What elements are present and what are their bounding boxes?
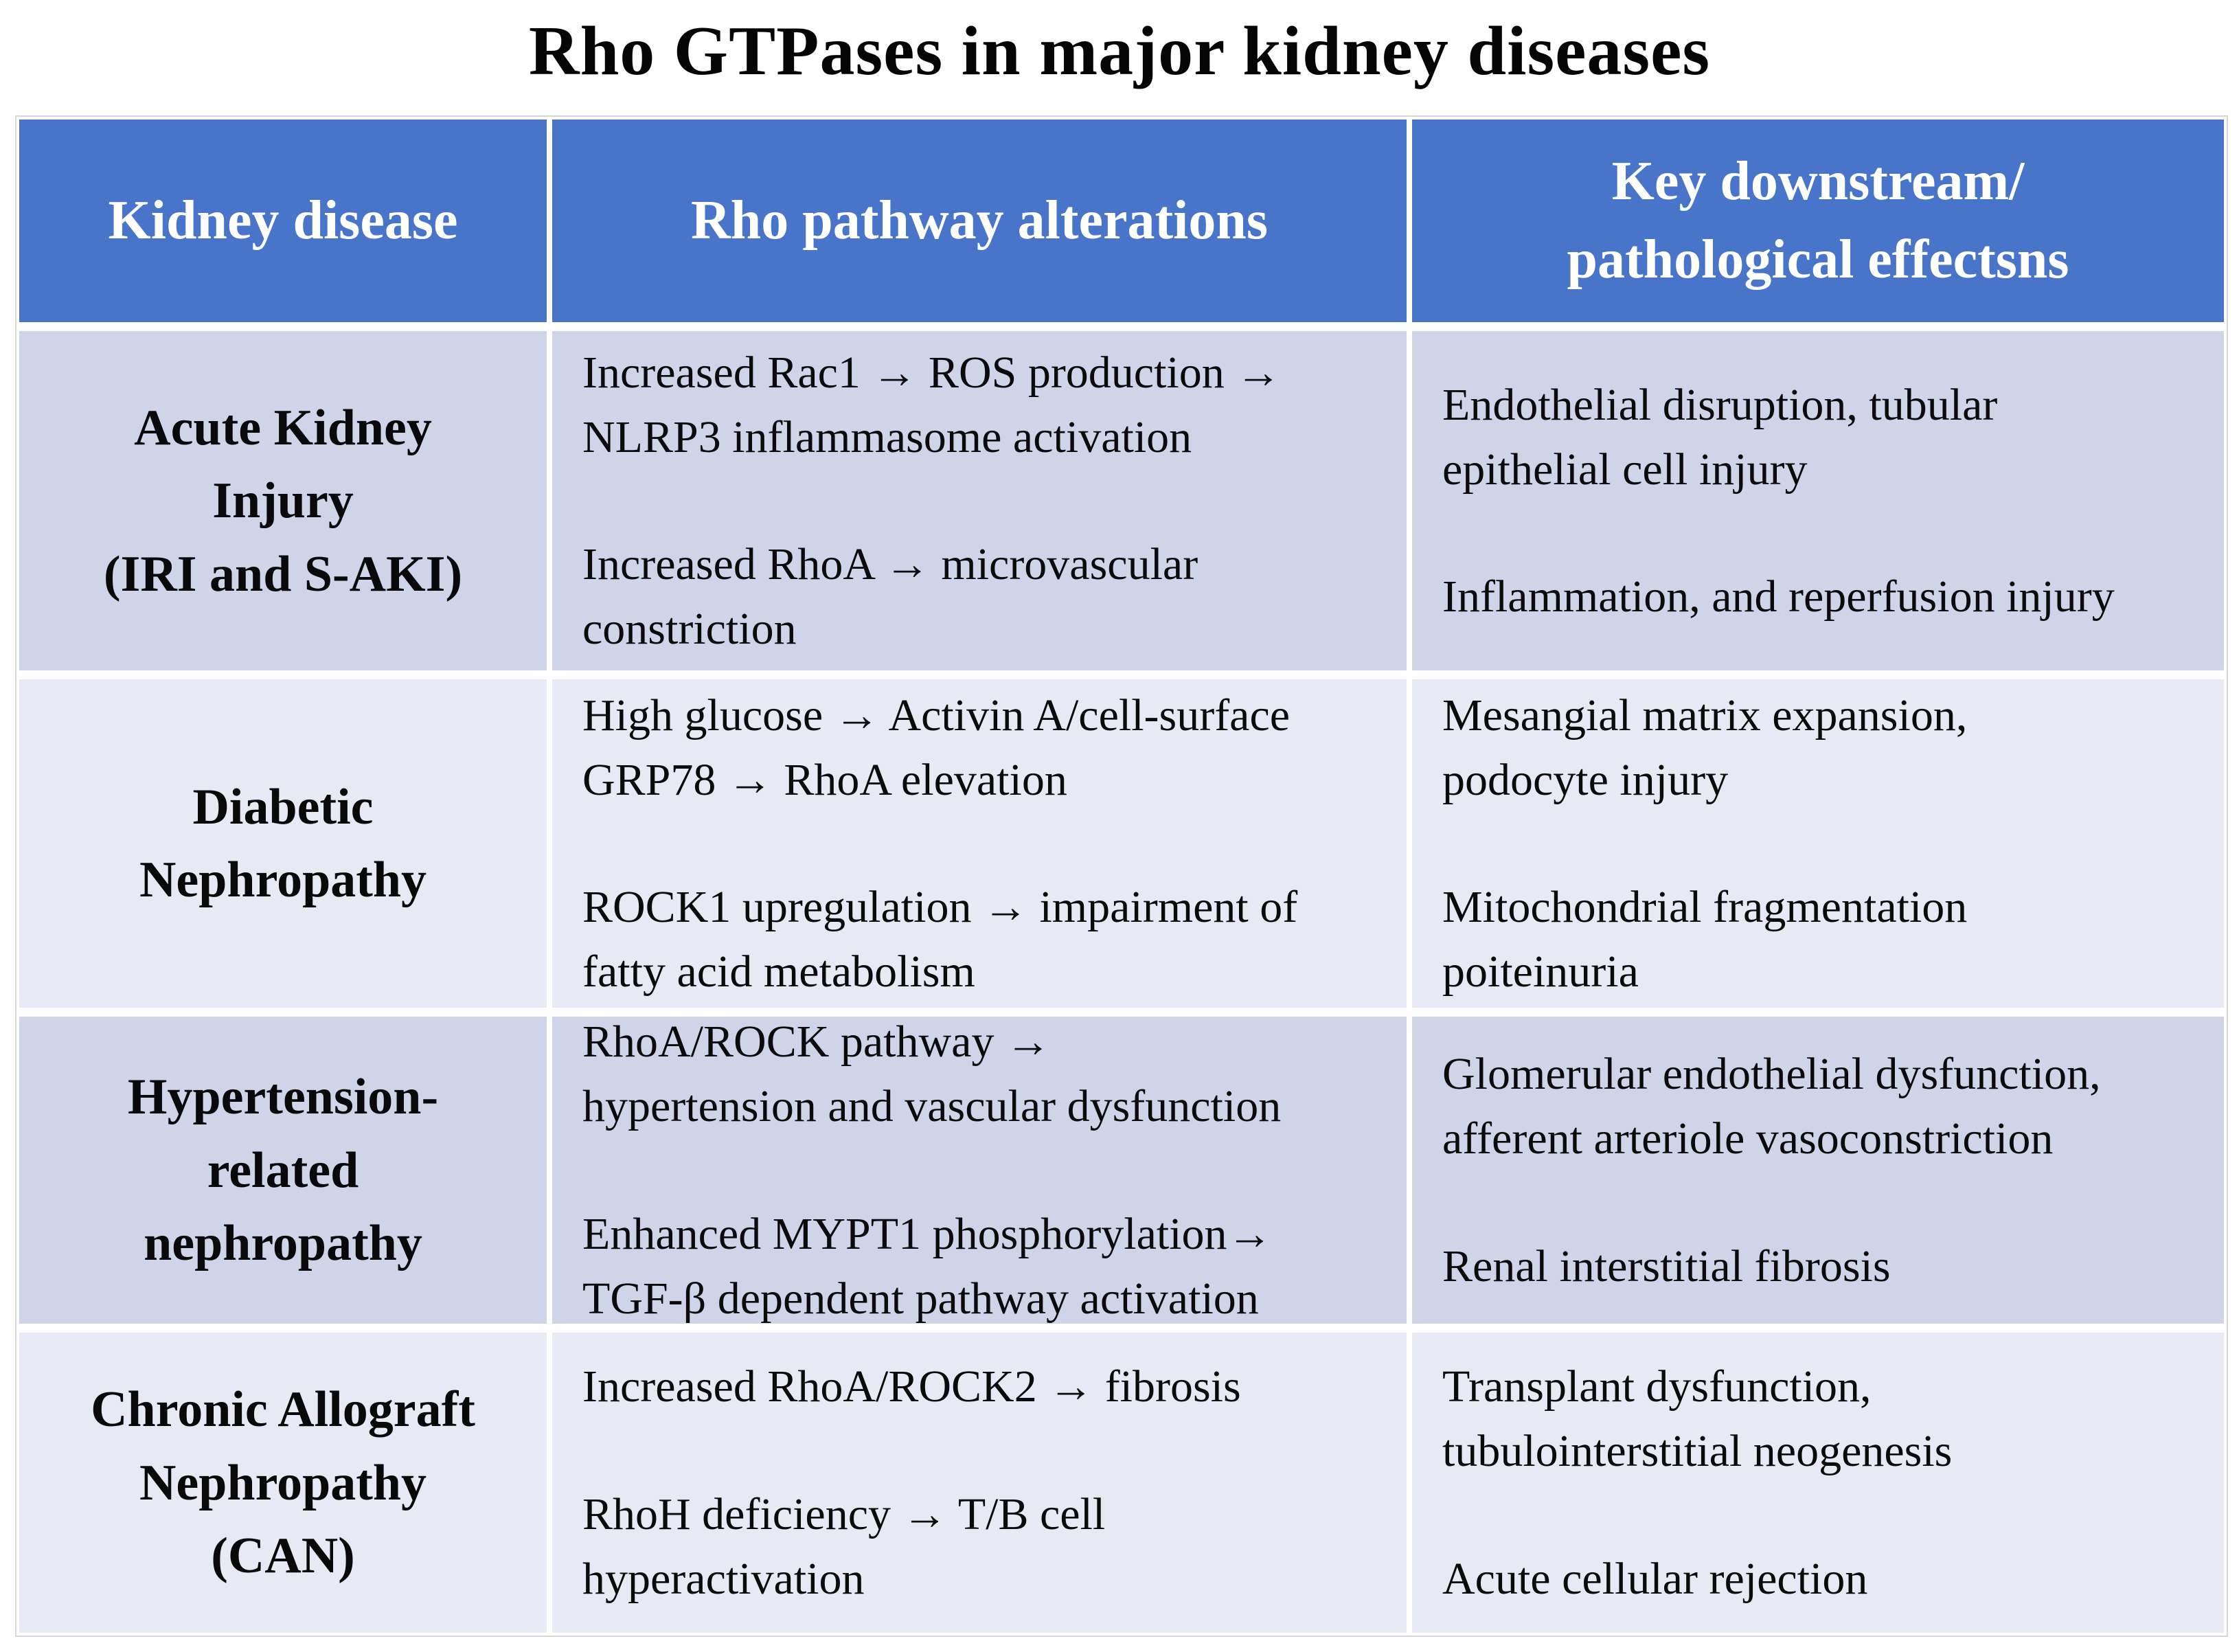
aki-alteration-2: Increased RhoA → microvascular constrict… xyxy=(582,539,1198,655)
aki-effect-1: Endothelial disruption, tubular epitheli… xyxy=(1442,379,1998,495)
cell-htn-alterations: RhoA/ROCK pathway → hypertension and vas… xyxy=(552,1017,1407,1324)
aki-disease-label: Acute Kidney Injury (IRI and S-AKI) xyxy=(103,399,463,602)
cell-dn-disease: Diabetic Nephropathy xyxy=(19,679,547,1008)
can-effect-1: Transplant dysfunction, tubulointerstiti… xyxy=(1442,1361,1953,1477)
cell-htn-disease: Hypertension- related nephropathy xyxy=(19,1017,547,1324)
can-effect-2: Acute cellular rejection xyxy=(1442,1553,1868,1604)
kidney-disease-table: Kidney disease Rho pathway alterations K… xyxy=(15,115,2228,1638)
htn-effect-1: Glomerular endothelial dysfunction, affe… xyxy=(1442,1049,2101,1164)
htn-effect-2: Renal interstitial fibrosis xyxy=(1442,1241,1891,1291)
aki-effect-2: Inflammation, and reperfusion injury xyxy=(1442,572,2115,622)
cell-can-disease: Chronic Allograft Nephropathy (CAN) xyxy=(19,1333,547,1633)
can-alteration-1: Increased RhoA/ROCK2 → fibrosis xyxy=(582,1361,1241,1412)
table-grid: Kidney disease Rho pathway alterations K… xyxy=(19,120,2224,1633)
cell-dn-alterations: High glucose → Activin A/cell-surface GR… xyxy=(552,679,1407,1008)
dn-effect-1: Mesangial matrix expansion, podocyte inj… xyxy=(1442,690,1968,805)
header-kidney-disease: Kidney disease xyxy=(19,120,547,323)
page-title: Rho GTPases in major kidney diseases xyxy=(528,12,1711,90)
cell-can-effects: Transplant dysfunction, tubulointerstiti… xyxy=(1412,1333,2224,1633)
header-rho-pathway-alterations-label: Rho pathway alterations xyxy=(690,190,1269,251)
header-kidney-disease-label: Kidney disease xyxy=(108,190,458,251)
cell-aki-disease: Acute Kidney Injury (IRI and S-AKI) xyxy=(19,331,547,671)
header-key-downstream-effects: Key downstream/ pathological effectsns xyxy=(1412,120,2224,323)
cell-htn-effects: Glomerular endothelial dysfunction, affe… xyxy=(1412,1017,2224,1324)
dn-alteration-1: High glucose → Activin A/cell-surface GR… xyxy=(582,690,1291,805)
dn-alteration-2: ROCK1 upregulation → impairment of fatty… xyxy=(582,882,1298,997)
cell-aki-effects: Endothelial disruption, tubular epitheli… xyxy=(1412,331,2224,671)
dn-effect-2: Mitochondrial fragmentation poiteinuria xyxy=(1442,882,1968,997)
header-rho-pathway-alterations: Rho pathway alterations xyxy=(552,120,1407,323)
htn-alteration-2: Enhanced MYPT1 phosphorylation→ TGF-β de… xyxy=(582,1208,1273,1324)
cell-can-alterations: Increased RhoA/ROCK2 → fibrosis RhoH def… xyxy=(552,1333,1407,1633)
aki-alteration-1: Increased Rac1 → ROS production → NLRP3 … xyxy=(582,347,1282,462)
can-disease-label: Chronic Allograft Nephropathy (CAN) xyxy=(91,1381,475,1585)
can-alteration-2: RhoH deficiency → T/B cell hyperactivati… xyxy=(582,1489,1106,1604)
htn-alteration-1: RhoA/ROCK pathway → hypertension and vas… xyxy=(582,1017,1282,1132)
header-key-downstream-effects-label: Key downstream/ pathological effectsns xyxy=(1567,151,2069,290)
cell-dn-effects: Mesangial matrix expansion, podocyte inj… xyxy=(1412,679,2224,1008)
dn-disease-label: Diabetic Nephropathy xyxy=(139,778,427,909)
cell-aki-alterations: Increased Rac1 → ROS production → NLRP3 … xyxy=(552,331,1407,671)
htn-disease-label: Hypertension- related nephropathy xyxy=(127,1069,439,1272)
